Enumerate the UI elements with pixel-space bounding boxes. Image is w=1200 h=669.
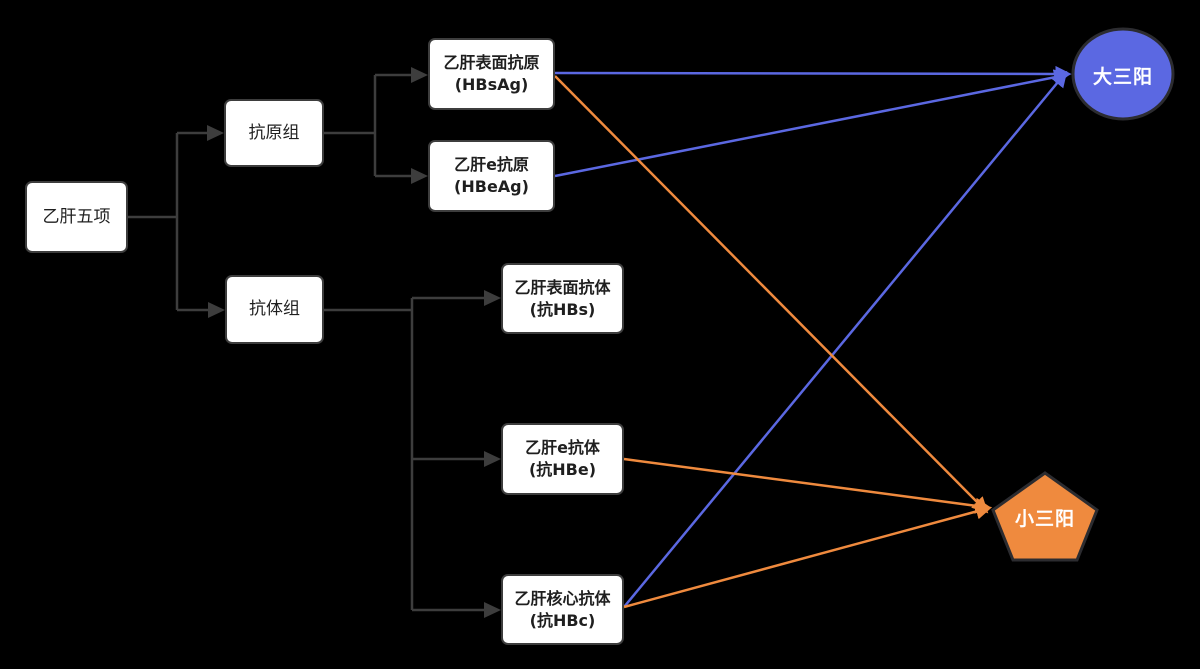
- node-label-line1: 乙肝表面抗原: [443, 53, 540, 73]
- node-label-line1: 乙肝核心抗体: [514, 588, 611, 608]
- node-label-line2: (HBsAg): [454, 75, 529, 94]
- small-three-shape: [991, 471, 1099, 562]
- arrowhead-icon: [484, 602, 501, 618]
- node-hbv-five-items: 乙肝五项: [25, 181, 128, 253]
- node-label: 抗原组: [248, 122, 300, 143]
- arrowhead-icon: [411, 67, 428, 83]
- node-anti-hbs: 乙肝表面抗体 (抗HBs): [501, 263, 624, 334]
- small-three-label: 小三阳: [1014, 508, 1075, 530]
- arrowhead-icon: [484, 451, 501, 467]
- node-label: 乙肝五项: [42, 206, 111, 227]
- node-label: 抗体组: [249, 299, 300, 320]
- arrowhead-icon: [484, 290, 501, 306]
- connector-tree: [128, 73, 486, 612]
- node-label-line2: (HBeAg): [454, 177, 529, 196]
- node-label-line1: 乙肝表面抗体: [514, 277, 611, 297]
- node-antigen-group: 抗原组: [224, 99, 324, 167]
- edge-hbsag-to-small-three: [554, 75, 989, 514]
- node-label-line2: (抗HBe): [528, 460, 597, 479]
- edge-hbeag-to-big-three: [554, 69, 1071, 178]
- edge-hbsag-to-big-three: [554, 65, 1072, 83]
- node-antibody-group: 抗体组: [225, 275, 324, 344]
- arrowhead-icon: [207, 125, 224, 141]
- big-three-shape: [1071, 27, 1175, 121]
- node-anti-hbe: 乙肝e抗体 (抗HBe): [501, 423, 624, 495]
- node-anti-hbc: 乙肝核心抗体 (抗HBc): [501, 574, 624, 645]
- edge-anti-hbc-to-small-three: [623, 503, 993, 609]
- edge-anti-hbe-to-small-three: [623, 457, 992, 514]
- node-hbeag: 乙肝e抗原 (HBeAg): [428, 140, 555, 212]
- arrowhead-icon: [208, 302, 225, 318]
- big-three-label: 大三阳: [1092, 66, 1153, 88]
- node-label-line1: 乙肝e抗原: [454, 155, 529, 175]
- node-hbsag: 乙肝表面抗原 (HBsAg): [428, 38, 555, 110]
- node-label-line1: 乙肝e抗体: [525, 438, 600, 458]
- arrowhead-icon: [411, 168, 428, 184]
- node-label-line2: (抗HBc): [529, 610, 596, 630]
- node-label-line2: (抗HBs): [529, 299, 596, 319]
- edge-anti-hbc-to-big-three: [623, 70, 1068, 608]
